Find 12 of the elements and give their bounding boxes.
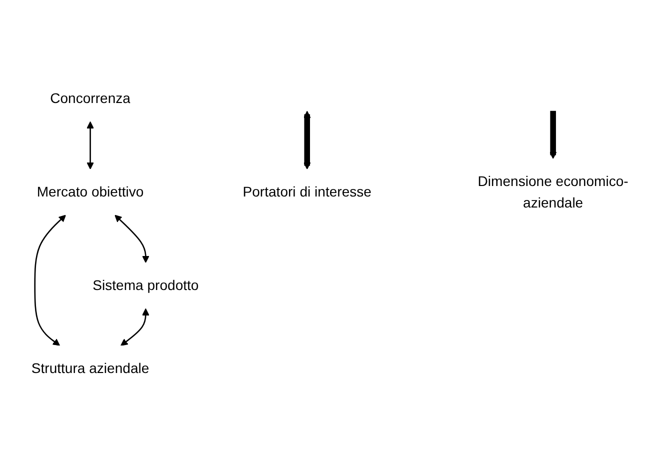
node-text: Portatori di interesse: [242, 183, 372, 200]
node-text: Sistema prodotto: [92, 276, 199, 293]
arrow: [86, 120, 94, 169]
arrow: [120, 308, 150, 346]
node-text: Struttura aziendale: [31, 360, 150, 376]
arrow: [114, 214, 150, 262]
arrow: [303, 110, 311, 169]
node-text: Concorrenza: [50, 90, 130, 106]
arrow: [549, 110, 557, 158]
node-text: Mercato obiettivo: [36, 183, 144, 200]
arrow: [34, 214, 66, 346]
node-text: Dimensione economico-aziendale: [478, 172, 628, 210]
